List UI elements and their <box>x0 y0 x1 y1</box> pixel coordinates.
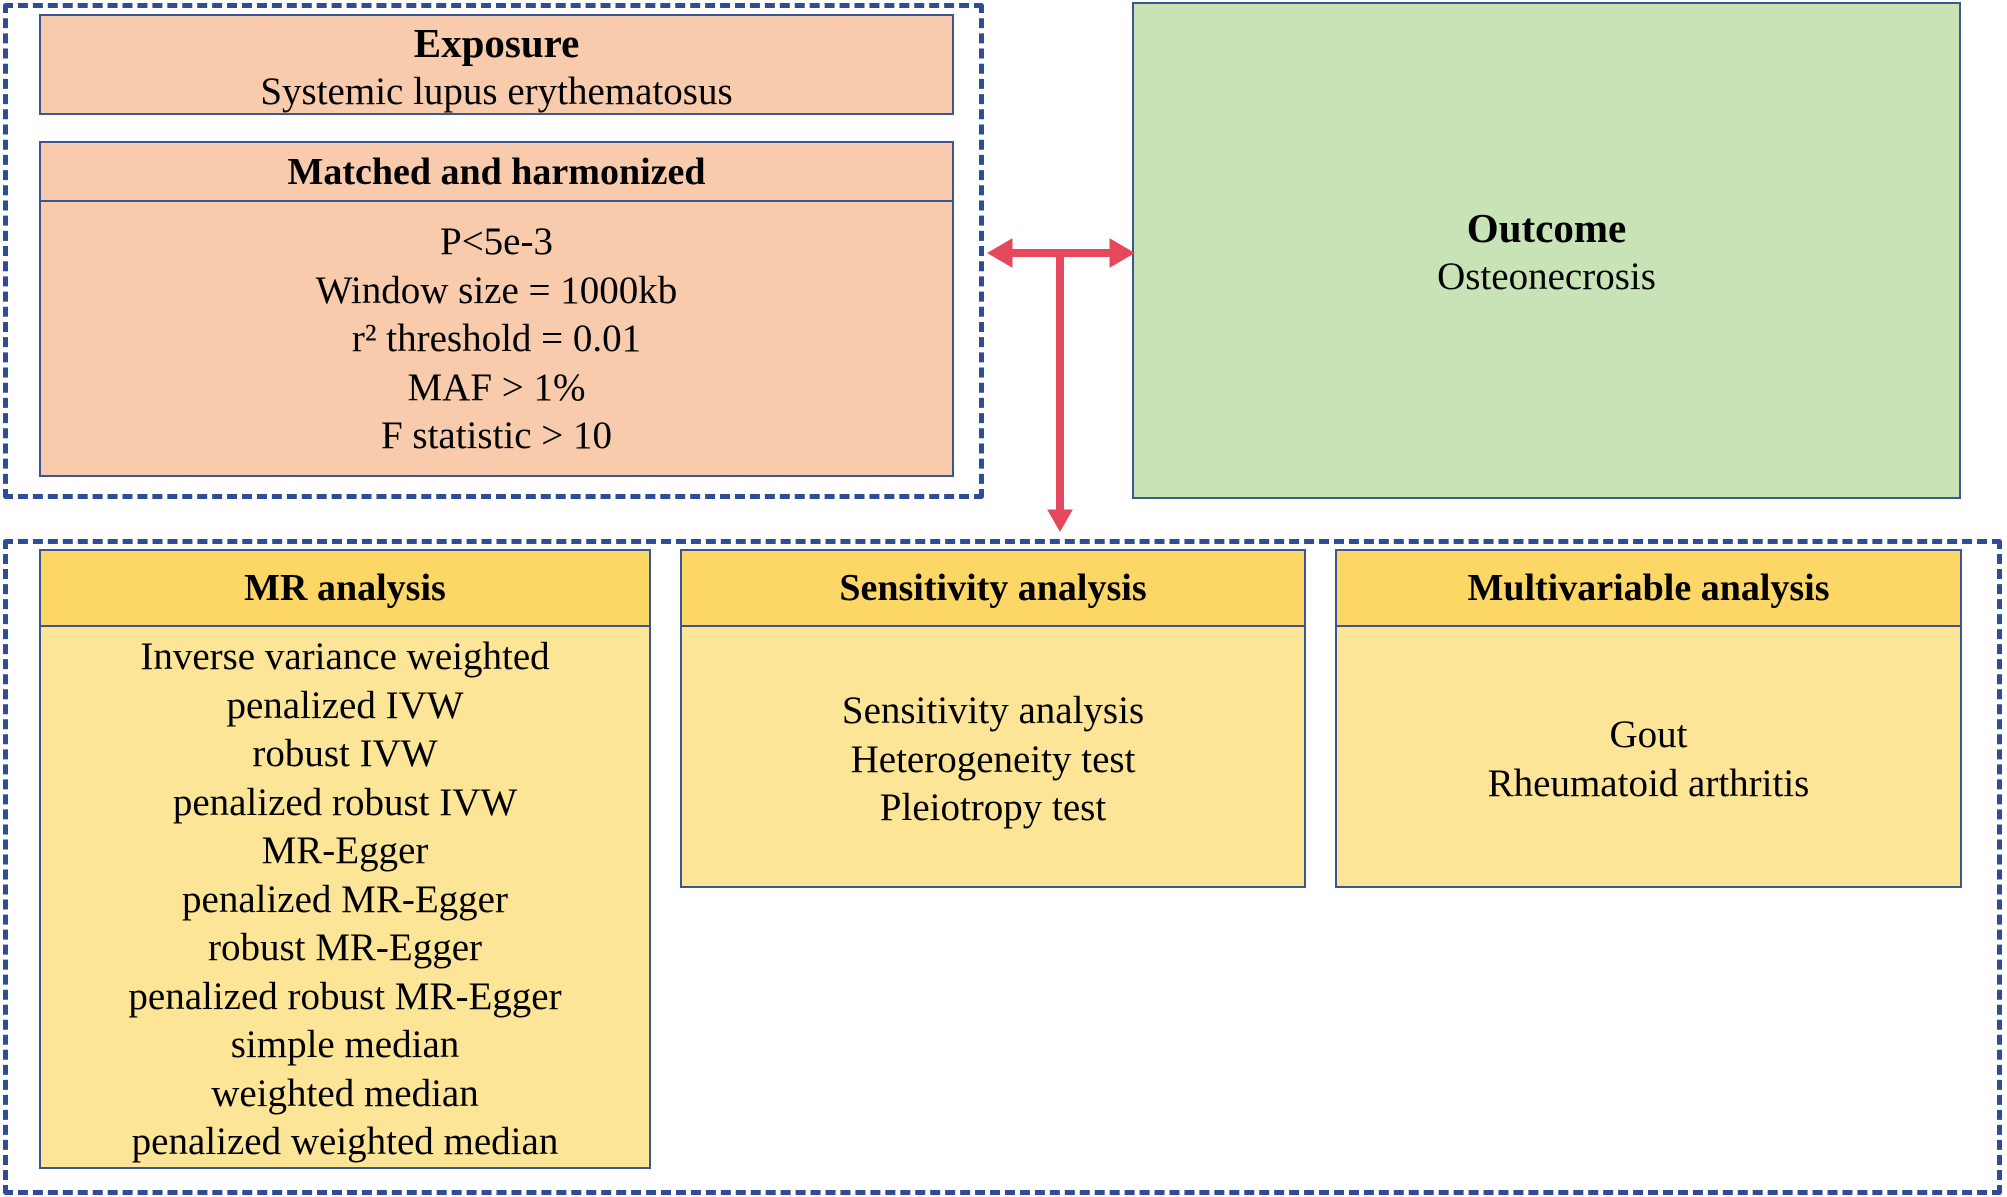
criterion-window-size: Window size = 1000kb <box>315 268 678 312</box>
multivariable-analysis-title: Multivariable analysis <box>1337 551 1960 627</box>
sensitivity-analysis-box: Sensitivity analysis Sensitivity analysi… <box>680 549 1306 888</box>
analysis-group-frame <box>3 539 2002 1195</box>
method-item: robust IVW <box>252 732 438 775</box>
arrowhead-down-icon <box>1047 509 1073 533</box>
criterion-maf: MAF > 1% <box>407 365 586 409</box>
method-item: penalized weighted median <box>131 1120 559 1163</box>
outcome-title: Outcome <box>1466 205 1627 251</box>
arrowhead-left-icon <box>987 238 1013 268</box>
method-item: penalized MR-Egger <box>182 877 508 921</box>
mr-methods-list: Inverse variance weighted penalized IVW … <box>41 633 649 1167</box>
method-item: MR-Egger <box>261 829 429 872</box>
sensitivity-items-list: Sensitivity analysis Heterogeneity test … <box>682 687 1304 833</box>
sensitivity-analysis-title: Sensitivity analysis <box>682 551 1304 627</box>
exposure-group-frame <box>3 3 984 499</box>
exposure-box: Exposure Systemic lupus erythematosus <box>39 14 954 115</box>
method-item: penalized robust MR-Egger <box>128 974 562 1018</box>
method-item: penalized robust IVW <box>172 780 518 824</box>
criterion-r2-threshold: r² threshold = 0.01 <box>351 317 642 360</box>
exposure-subtitle: Systemic lupus erythematosus <box>260 70 733 113</box>
sensitivity-item: Heterogeneity test <box>850 737 1136 781</box>
method-item: simple median <box>230 1023 460 1066</box>
mr-analysis-title: MR analysis <box>41 551 649 627</box>
exposure-title: Exposure <box>413 20 580 66</box>
matched-box: Matched and harmonized P<5e-3 Window siz… <box>39 141 954 477</box>
sensitivity-item: Pleiotropy test <box>879 786 1107 829</box>
method-item: weighted median <box>211 1071 479 1115</box>
arrowhead-right-icon <box>1109 238 1135 268</box>
method-item: penalized IVW <box>226 683 464 727</box>
sensitivity-item: Sensitivity analysis <box>841 689 1145 732</box>
mr-analysis-box: MR analysis Inverse variance weighted pe… <box>39 549 651 1169</box>
method-item: robust MR-Egger <box>207 926 483 969</box>
multivariable-item: Rheumatoid arthritis <box>1487 761 1810 805</box>
method-item: Inverse variance weighted <box>140 635 550 678</box>
multivariable-analysis-box: Multivariable analysis Gout Rheumatoid a… <box>1335 549 1962 888</box>
matched-title: Matched and harmonized <box>41 143 952 202</box>
matched-criteria-list: P<5e-3 Window size = 1000kb r² threshold… <box>41 218 952 461</box>
multivariable-item: Gout <box>1609 713 1688 756</box>
criterion-f-statistic: F statistic > 10 <box>380 414 613 457</box>
criterion-p-value: P<5e-3 <box>440 220 553 263</box>
outcome-subtitle: Osteonecrosis <box>1437 255 1656 298</box>
multivariable-items-list: Gout Rheumatoid arthritis <box>1337 711 1960 808</box>
outcome-box: Outcome Osteonecrosis <box>1132 2 1961 499</box>
